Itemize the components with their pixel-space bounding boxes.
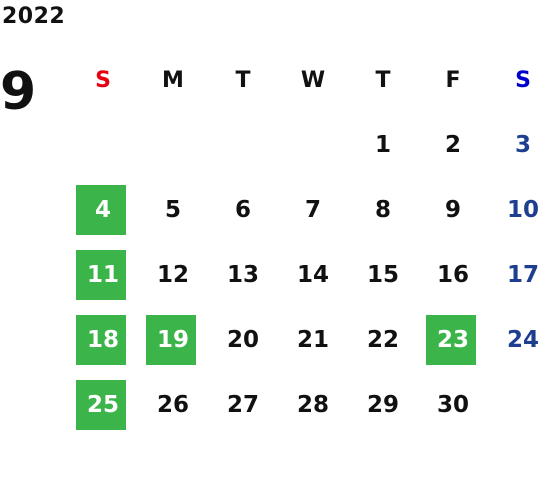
day-cell: 21 bbox=[296, 327, 329, 353]
day-cell: 29 bbox=[366, 392, 399, 418]
day-cell: 22 bbox=[366, 327, 399, 353]
calendar-grid: S M T W T F S 1 2 3 4 5 6 7 8 9 10 bbox=[68, 48, 548, 438]
day-cell: 1 bbox=[374, 132, 391, 158]
day-cell: 30 bbox=[436, 392, 469, 418]
week-row: 4 5 6 7 8 9 10 bbox=[68, 178, 548, 243]
day-cell: 3 bbox=[514, 132, 531, 158]
holiday-highlight bbox=[426, 315, 476, 365]
holiday-highlight bbox=[76, 380, 126, 430]
highlighted-day-cell: 18 bbox=[68, 308, 138, 373]
weekday-header-sunday: S bbox=[95, 67, 111, 93]
empty-day-cell bbox=[138, 113, 208, 178]
empty-day-cell bbox=[488, 373, 548, 438]
day-cell: 14 bbox=[296, 262, 329, 288]
year-label: 2022 bbox=[2, 4, 66, 29]
week-row: 1 2 3 bbox=[68, 113, 548, 178]
day-cell: 8 bbox=[374, 197, 391, 223]
weekday-header-friday: F bbox=[445, 67, 461, 93]
day-cell: 17 bbox=[506, 262, 539, 288]
highlighted-day-cell: 25 bbox=[68, 373, 138, 438]
empty-day-cell bbox=[208, 113, 278, 178]
week-row: 18 19 20 21 22 23 24 bbox=[68, 308, 548, 373]
weekday-header-tuesday: T bbox=[235, 67, 251, 93]
empty-day-cell bbox=[278, 113, 348, 178]
day-cell: 9 bbox=[444, 197, 461, 223]
weekday-header-saturday: S bbox=[515, 67, 531, 93]
day-cell: 15 bbox=[366, 262, 399, 288]
highlighted-day-cell: 11 bbox=[68, 243, 138, 308]
day-cell: 7 bbox=[304, 197, 321, 223]
day-cell: 5 bbox=[164, 197, 181, 223]
weekday-header-thursday: T bbox=[375, 67, 391, 93]
highlighted-day-cell: 19 bbox=[138, 308, 208, 373]
holiday-highlight bbox=[146, 315, 196, 365]
week-row: 11 12 13 14 15 16 17 bbox=[68, 243, 548, 308]
day-cell: 26 bbox=[156, 392, 189, 418]
day-cell: 2 bbox=[444, 132, 461, 158]
day-cell: 12 bbox=[156, 262, 189, 288]
week-row: 25 26 27 28 29 30 bbox=[68, 373, 548, 438]
holiday-highlight bbox=[76, 250, 126, 300]
month-number: 9 bbox=[0, 62, 37, 122]
highlighted-day-cell: 23 bbox=[418, 308, 488, 373]
day-cell: 13 bbox=[226, 262, 259, 288]
empty-day-cell bbox=[68, 113, 138, 178]
day-cell: 10 bbox=[506, 197, 539, 223]
highlighted-day-cell: 4 bbox=[68, 178, 138, 243]
weekday-header-row: S M T W T F S bbox=[68, 48, 548, 113]
day-cell: 24 bbox=[506, 327, 539, 353]
day-cell: 28 bbox=[296, 392, 329, 418]
day-cell: 6 bbox=[234, 197, 251, 223]
holiday-highlight bbox=[76, 185, 126, 235]
weekday-header-monday: M bbox=[162, 67, 184, 93]
day-cell: 27 bbox=[226, 392, 259, 418]
holiday-highlight bbox=[76, 315, 126, 365]
day-cell: 20 bbox=[226, 327, 259, 353]
weekday-header-wednesday: W bbox=[300, 67, 326, 93]
day-cell: 16 bbox=[436, 262, 469, 288]
